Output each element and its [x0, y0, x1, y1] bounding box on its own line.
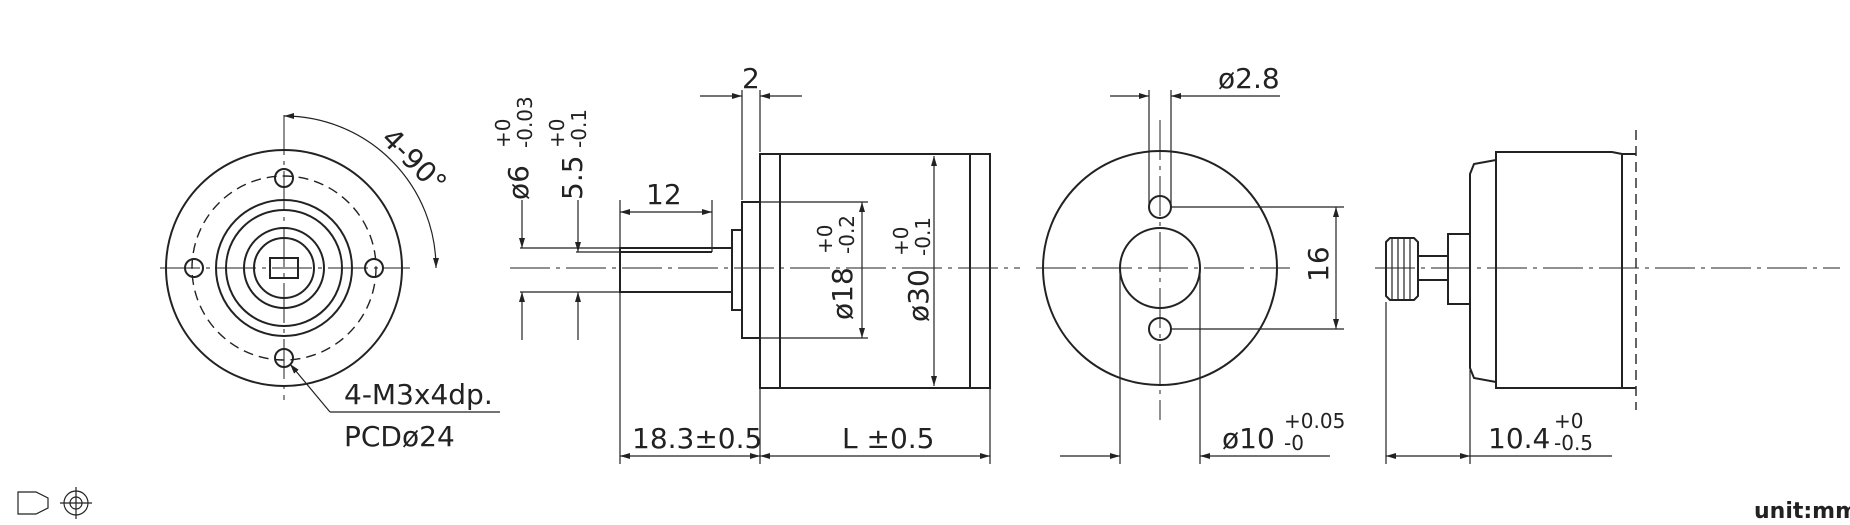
shaft-dia-tol-lower: -0.03 — [513, 96, 537, 148]
pilot-tol-upper: +0 — [813, 225, 837, 254]
mount-hole-bottom — [274, 348, 294, 368]
rear-outer-circle — [1042, 150, 1278, 386]
first-angle-projection-icon — [17, 487, 92, 519]
flat-label: 5.5 — [556, 155, 589, 200]
projection-trapezoid — [17, 491, 49, 515]
mount-hole-left — [184, 258, 204, 278]
gear-view: 10.4 +0 -0.5 — [1375, 130, 1840, 464]
front-view: 4-90° 4-M3x4dp. PCDø24 — [160, 113, 500, 453]
angle-arc — [283, 113, 439, 269]
flat-tol-lower: -0.1 — [567, 109, 591, 148]
thread-leader — [289, 363, 331, 413]
boss-dia-label: ø10 — [1222, 422, 1275, 455]
partial-body — [1495, 151, 1623, 389]
hole-dia-label: ø2.8 — [1218, 62, 1280, 95]
pilot-dia-label: ø18 — [826, 267, 859, 320]
flange-len-label: 2 — [742, 62, 760, 95]
pcd-label: PCDø24 — [344, 420, 455, 453]
shaft-dia-tol-upper: +0 — [491, 119, 515, 148]
angle-label: 4-90° — [375, 122, 453, 200]
gear-hub — [1447, 233, 1471, 305]
body-len-label: L ±0.5 — [842, 422, 935, 455]
shaft-dia-text: ø6 +0 -0.03 — [491, 96, 537, 200]
rear-cap — [1469, 159, 1497, 383]
pilot-boss — [741, 201, 761, 339]
motor-body — [759, 153, 991, 389]
side-view: ø6 +0 -0.03 5.5 +0 -0.1 12 2 ø18 +0 — [491, 62, 1020, 464]
rear-hole-top — [1148, 195, 1172, 219]
shaft-total-label: 18.3±0.5 — [632, 422, 762, 455]
boss-tol-lower: -0 — [1284, 431, 1304, 455]
shaft-len-label: 12 — [646, 178, 682, 211]
body-tol-lower: -0.1 — [911, 217, 935, 256]
thread-label: 4-M3x4dp. — [344, 378, 493, 411]
hole-spacing-label: 16 — [1302, 246, 1335, 282]
body-tol-upper: +0 — [889, 227, 913, 256]
flat-tol-upper: +0 — [545, 119, 569, 148]
unit-label: unit:mm — [1754, 499, 1850, 524]
pilot-dia-text: ø18 +0 -0.2 — [813, 215, 859, 320]
gear-len-label: 10.4 — [1488, 422, 1550, 455]
shaft-dia-label: ø6 — [502, 165, 535, 200]
pilot-step — [731, 229, 743, 311]
body-dia-text: ø30 +0 -0.1 — [889, 217, 935, 322]
rear-hole-bottom — [1148, 317, 1172, 341]
rear-view: ø2.8 16 ø10 +0.05 -0 — [1036, 62, 1345, 464]
pilot-tol-lower: -0.2 — [835, 215, 859, 254]
gear-tol-lower: -0.5 — [1554, 431, 1593, 455]
pinion-gear — [1385, 237, 1419, 301]
boss-tol-upper: +0.05 — [1284, 409, 1345, 433]
body-dia-label: ø30 — [902, 269, 935, 322]
shaft — [619, 247, 733, 293]
flat-text: 5.5 +0 -0.1 — [545, 109, 591, 200]
gear-tol-upper: +0 — [1554, 409, 1583, 433]
